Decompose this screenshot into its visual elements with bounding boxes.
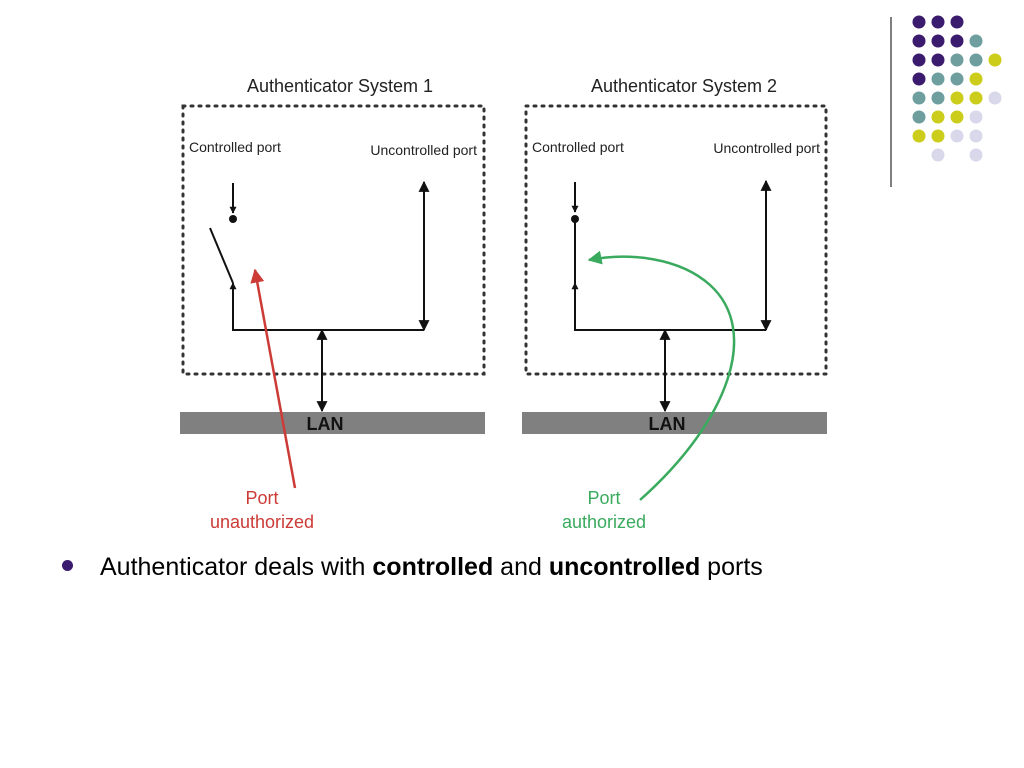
system-1-lan-label: LAN [307, 414, 344, 434]
dot [969, 110, 983, 124]
dot [950, 129, 964, 143]
dot-cluster [912, 15, 1002, 162]
bullet-text-suffix: ports [700, 553, 763, 581]
dot [969, 129, 983, 143]
dot [950, 15, 964, 29]
dot [912, 91, 926, 105]
dot [931, 53, 945, 67]
dot [912, 110, 926, 124]
system-2-boundary [524, 104, 828, 376]
dot [931, 148, 945, 162]
port-unauthorized-label-line1: Port [245, 488, 278, 508]
bullet-marker [62, 560, 73, 571]
dot [912, 72, 926, 86]
dot [950, 34, 964, 48]
system-1-controlled-port-label: Controlled port [189, 139, 281, 155]
dot [950, 72, 964, 86]
dot [931, 72, 945, 86]
system-1-title: Authenticator System 1 [247, 76, 433, 96]
system-1-open-switch [209, 227, 234, 284]
dot [950, 91, 964, 105]
system-2-lan-label: LAN [649, 414, 686, 434]
port-authorized-label-line2: authorized [562, 512, 646, 532]
dot [931, 91, 945, 105]
system-2-lan-bar [522, 412, 827, 434]
dot [950, 110, 964, 124]
authenticator-diagram: Authenticator System 1 Controlled port U… [180, 76, 828, 532]
dot [912, 53, 926, 67]
bullet-text-prefix: Authenticator deals with [100, 553, 373, 581]
system-2-controlled-port-label: Controlled port [532, 139, 624, 155]
port-unauthorized-label-line2: unauthorized [210, 512, 314, 532]
system-1-uncontrolled-port-label: Uncontrolled port [370, 142, 477, 158]
port-authorized-label-line1: Port [587, 488, 620, 508]
system-2-uncontrolled-port-label: Uncontrolled port [713, 140, 820, 156]
dot [931, 34, 945, 48]
authenticator-system-1: Authenticator System 1 Controlled port U… [180, 76, 486, 532]
bullet-text-uncontrolled: uncontrolled [548, 553, 701, 581]
dot [931, 110, 945, 124]
unauthorized-pointer-arrow [250, 268, 297, 489]
dot [931, 129, 945, 143]
decorative-dot-grid [890, 15, 1002, 187]
dot [912, 15, 926, 29]
dot [950, 53, 964, 67]
bullet-text-controlled: controlled [372, 553, 494, 581]
dot [969, 91, 983, 105]
dot [969, 148, 983, 162]
dot [969, 53, 983, 67]
bullet-point: Authenticator deals with controlled and … [62, 553, 763, 582]
bullet-text-middle: and [493, 553, 549, 581]
authorized-pointer-arrow [587, 250, 736, 501]
system-1-switch-contact [229, 215, 237, 223]
authenticator-system-2: Authenticator System 2 Controlled port U… [522, 76, 828, 532]
dot [988, 91, 1002, 105]
dot [988, 53, 1002, 67]
system-1-lan-bar [180, 412, 485, 434]
system-1-boundary [181, 104, 486, 376]
dot [912, 34, 926, 48]
dot [969, 34, 983, 48]
dot [912, 129, 926, 143]
dot [931, 15, 945, 29]
dot [969, 72, 983, 86]
system-2-title: Authenticator System 2 [591, 76, 777, 96]
